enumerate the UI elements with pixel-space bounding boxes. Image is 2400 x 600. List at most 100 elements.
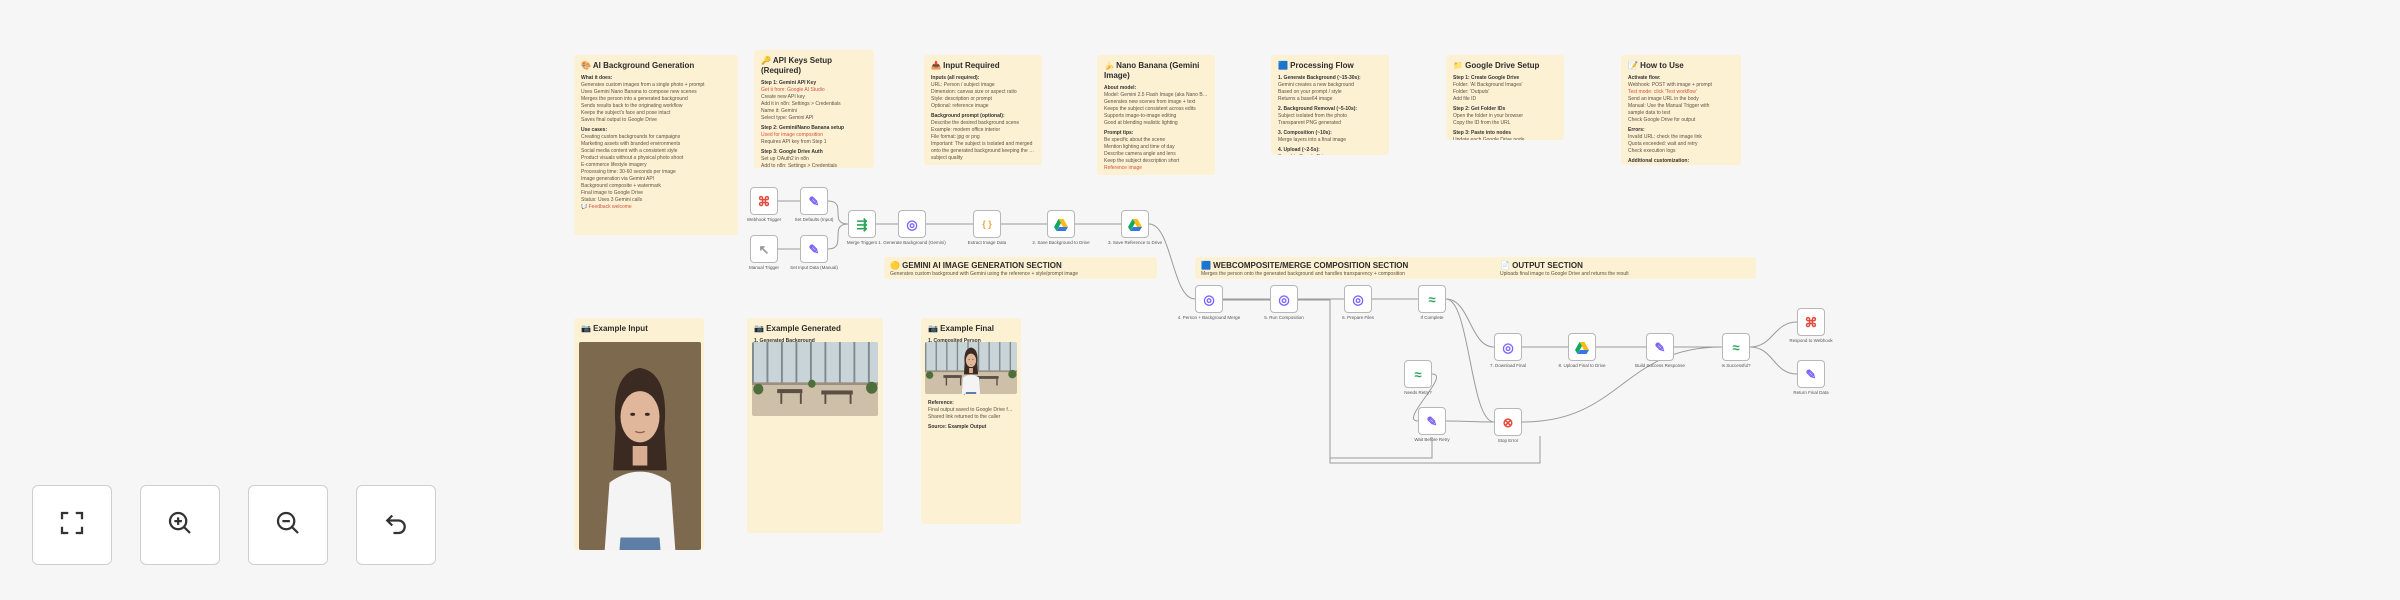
note-line: Important: The subject is isolated and m… — [931, 141, 1033, 147]
note-line: Supports image-to-image editing — [1104, 113, 1177, 119]
node-merge-triggers[interactable]: ⇶ — [848, 210, 876, 238]
sticky-note-processing-flow[interactable]: 🟦 Processing Flow 1. Generate Background … — [1271, 55, 1389, 155]
merge-icon: ⇶ — [856, 216, 868, 232]
sticky-note-nano-banana-gemini-image[interactable]: 🍌 Nano Banana (Gemini Image)About model:… — [1097, 55, 1215, 175]
node-6-prepare-files[interactable]: ◎ — [1344, 285, 1372, 313]
note-line: Requires API key from Step 1 — [761, 139, 827, 145]
retry-loop-wire[interactable] — [1329, 436, 1541, 464]
node-set-defaults-input[interactable]: ✎ — [800, 187, 828, 215]
connection-wire[interactable] — [1521, 346, 1723, 423]
note-line: Status: Uses 3 Gemini calls — [581, 197, 643, 203]
ai-icon: ◎ — [906, 216, 918, 232]
zoom-out-button[interactable] — [248, 485, 328, 565]
note-line: Use cases: — [581, 127, 608, 133]
note-line: Merge layers into a final image — [1278, 137, 1347, 143]
note-title: 📁 Google Drive Setup — [1453, 61, 1540, 70]
node-2-save-background-to-drive[interactable] — [1047, 210, 1075, 238]
node-manual-trigger[interactable]: ↖ — [750, 235, 778, 263]
node-1-generate-background-gemini[interactable]: ◎ — [898, 210, 926, 238]
zoom-out-icon — [273, 508, 303, 543]
note-line: Style: description or prompt — [931, 96, 992, 102]
note-line: Check execution logs — [1628, 148, 1676, 154]
note-line: Saves final output to Google Drive — [581, 117, 657, 123]
note-line: Background composite + watermark — [581, 183, 661, 189]
note-line: About model: — [1104, 85, 1137, 91]
node-label: 6. Prepare Files — [1342, 315, 1374, 320]
connection-wire[interactable] — [1445, 298, 1495, 423]
note-line: Gemini creates a new background — [1278, 82, 1354, 88]
webhook-icon: ⌘ — [757, 193, 771, 209]
connection-wire[interactable] — [1413, 373, 1437, 422]
ai-icon: ◎ — [1502, 339, 1514, 355]
note-line: Additional customization: — [1628, 158, 1690, 164]
note-line: Uses Gemini Nano Banana to compose new s… — [581, 89, 697, 95]
node-return-final-data[interactable]: ✎ — [1797, 360, 1825, 388]
node-label: Extract Image Data — [967, 240, 1007, 245]
note-line: Step 3: Paste into nodes — [1453, 130, 1512, 136]
note-line: Quota exceeded: wait and retry — [1628, 141, 1698, 147]
connection-wire[interactable] — [1445, 298, 1495, 348]
note-line: Name it: Gemini — [761, 108, 797, 114]
note-line: 💬 Feedback welcome — [581, 204, 632, 210]
node-3-save-reference-to-drive[interactable] — [1121, 210, 1149, 238]
node-5-run-composition[interactable]: ◎ — [1270, 285, 1298, 313]
node-extract-image-data[interactable]: { } — [973, 210, 1001, 238]
note-line: Step 2: Gemini/Nano Banana setup — [761, 125, 845, 131]
note-line: Used for image composition — [761, 132, 823, 138]
zoom-in-button[interactable] — [140, 485, 220, 565]
note-title: 🟦 Processing Flow — [1278, 61, 1354, 70]
connection-wire[interactable] — [1445, 420, 1495, 423]
node-wait-before-retry[interactable]: ✎ — [1418, 407, 1446, 435]
note-line: Copy the ID from the URL — [1453, 120, 1511, 126]
sticky-note-api-keys-setup-required[interactable]: 🔑 API Keys Setup (Required)Step 1: Gemin… — [754, 50, 874, 168]
example-input-photo — [579, 342, 701, 550]
note-line: 1. Generate Background (~15-30s): — [1278, 75, 1361, 81]
wave-icon: ≈ — [1732, 339, 1740, 355]
node-label: Is Successful? — [1721, 363, 1751, 368]
note-line: Keeps the subject consistent across edit… — [1104, 106, 1196, 112]
node-7-download-final[interactable]: ◎ — [1494, 333, 1522, 361]
section-description: Merges the person onto the generated bac… — [1201, 271, 1405, 277]
connection-wire[interactable] — [1749, 321, 1798, 348]
node-label: 2. Save Background to Drive — [1032, 240, 1090, 245]
note-title: 📝 How to Use — [1628, 61, 1684, 70]
ai-icon: ◎ — [1278, 291, 1290, 307]
note-line: Step 3: Google Drive Auth — [761, 149, 823, 155]
note-line: Send an image URL in the body — [1628, 96, 1699, 102]
note-line: Generates custom images from a single ph… — [581, 82, 705, 88]
node-4-person-background-merge[interactable]: ◎ — [1195, 285, 1223, 313]
node-set-input-data-manual[interactable]: ✎ — [800, 235, 828, 263]
node-webhook-trigger[interactable]: ⌘ — [750, 187, 778, 215]
connection-wire[interactable] — [1148, 223, 1196, 300]
node-label: Stop Error — [1497, 438, 1519, 443]
note-line: Step 2: Get Folder IDs — [1453, 106, 1506, 112]
node-label: Wait Before Retry — [1414, 437, 1450, 442]
node-label: Build Success Response — [1635, 363, 1685, 368]
fit-view-button[interactable] — [32, 485, 112, 565]
connection-wire[interactable] — [827, 223, 849, 250]
note-line: Add it in n8n: Settings > Credentials — [761, 101, 841, 107]
node-is-successful[interactable]: ≈ — [1722, 333, 1750, 361]
node-if-complete[interactable]: ≈ — [1418, 285, 1446, 313]
node-label: Respond to Webhook — [1789, 338, 1833, 343]
node-8-upload-final-to-drive[interactable] — [1568, 333, 1596, 361]
reset-zoom-button[interactable] — [356, 485, 436, 565]
connection-wire[interactable] — [1749, 346, 1798, 375]
connection-wire[interactable] — [827, 200, 849, 225]
note-line: Folder: 'AI Background Images' — [1453, 82, 1523, 88]
retry-back-wire[interactable] — [1195, 299, 1331, 460]
note-line: Keeps the subject's face and pose intact — [581, 110, 671, 116]
node-stop-error[interactable]: ⊗ — [1494, 408, 1522, 436]
note-line: 3. Composition (~10s): — [1278, 130, 1332, 136]
node-needs-retry[interactable]: ≈ — [1404, 360, 1432, 388]
note-line: Mention lighting and time of day — [1104, 144, 1175, 150]
node-respond-to-webhook[interactable]: ⌘ — [1797, 308, 1825, 336]
node-label: Needs Retry? — [1404, 390, 1432, 395]
node-build-success-response[interactable]: ✎ — [1646, 333, 1674, 361]
